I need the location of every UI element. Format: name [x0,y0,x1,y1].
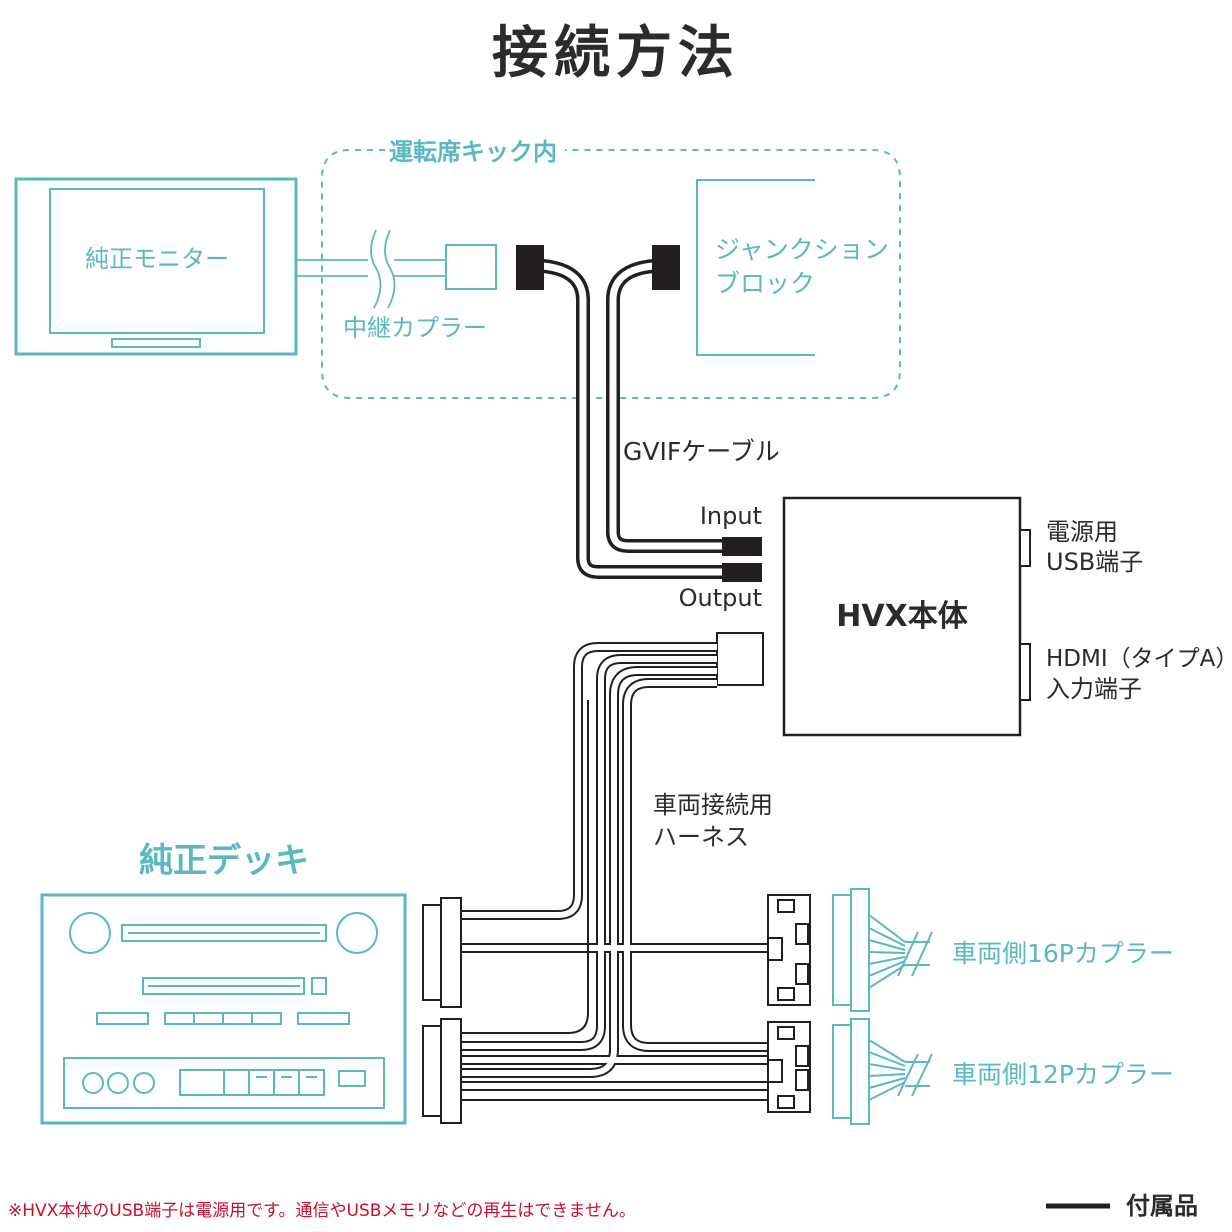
gvif-male-connector [516,245,544,290]
harness-label-line1: 車両接続用 [653,791,773,819]
kick-area-label: 運転席キック内 [389,138,557,166]
gvif-cable-label: GVIFケーブル [623,437,780,466]
stock-deck [40,893,407,1125]
vehicle-coupler-16p-label: 車両側16Pカプラー [952,939,1174,968]
legend-label: 付属品 [1126,1192,1198,1220]
deck-card-slot [142,977,305,995]
usb-port [1019,529,1031,567]
harness-label-line2: ハーネス [653,823,749,851]
stock-monitor: 純正モニター [14,177,298,356]
usb-port-label-line1: 電源用 [1046,518,1118,546]
hvx-body: HVX本体 [782,496,1031,737]
monitor-cable [296,229,446,309]
junction-block-label-line1: ジャンクション [715,235,889,264]
harness-16p-connector [767,894,811,1006]
hdmi-port [1019,643,1031,701]
junction-block-label-line2: ブロック [715,269,815,298]
gvif-cable [542,259,724,579]
monitor-label: 純正モニター [85,245,229,273]
output-plug [722,563,762,582]
gvif-female-connector [652,245,680,290]
hdmi-port-label-line2: 入力端子 [1046,675,1142,703]
relay-coupler [445,244,497,290]
legend: 付属品 [1046,1192,1198,1220]
deck-label: 純正デッキ [139,841,309,881]
hdmi-port-label-line1: HDMI（タイプA） [1046,646,1232,672]
input-label: Input [700,502,762,530]
relay-coupler-label: 中継カプラー [343,314,487,342]
hvx-body-label: HVX本体 [836,599,968,634]
vehicle-coupler-12p [832,1018,933,1125]
input-plug [722,537,762,556]
vehicle-harness [460,642,768,1101]
usb-warning-note: ※HVX本体のUSB端子は電源用です。通信やUSBメモリなどの再生はできません。 [8,1201,636,1221]
output-label: Output [679,584,762,612]
vehicle-coupler-16p [832,888,933,1012]
deck-left-knob [69,912,111,954]
deck-right-knob [336,912,378,954]
usb-port-label-line2: USB端子 [1046,548,1143,576]
deck-disc-slot [121,924,327,942]
vehicle-coupler-12p-label: 車両側12Pカプラー [952,1060,1174,1089]
harness-connector [716,632,764,686]
diagram-title: 接続方法 [492,21,740,86]
deck-side-connector-12p [422,1018,462,1124]
deck-side-connector-16p [422,897,462,1008]
harness-12p-connector [767,1021,811,1113]
junction-block: ジャンクション ブロック [696,179,889,356]
